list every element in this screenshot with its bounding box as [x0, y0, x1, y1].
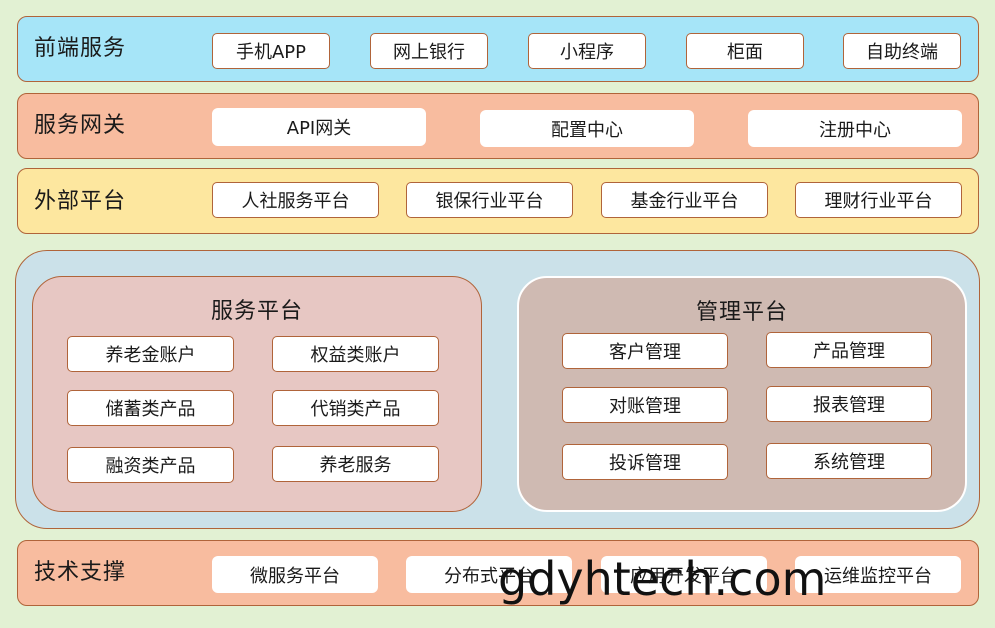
site-watermark: gdyhtech.com	[498, 552, 827, 606]
tech-item-ops-monitoring: 运维监控平台	[795, 556, 961, 593]
mgmt-item-customer: 客户管理	[562, 333, 728, 369]
external-item-social-security: 人社服务平台	[212, 182, 379, 218]
technical-support-label: 技术支撑	[34, 560, 127, 585]
tech-item-microservices: 微服务平台	[212, 556, 378, 593]
frontend-item-mini-program: 小程序	[528, 33, 646, 69]
service-item-financing-products: 融资类产品	[67, 447, 234, 483]
tech-item-distributed: 分布式平台	[406, 556, 572, 593]
service-item-pension-services: 养老服务	[272, 446, 439, 482]
frontend-services-label: 前端服务	[34, 36, 127, 61]
mgmt-item-reconciliation: 对账管理	[562, 387, 728, 423]
external-platforms-label: 外部平台	[34, 189, 127, 214]
frontend-item-mobile-app: 手机APP	[212, 33, 330, 69]
mgmt-item-complaints: 投诉管理	[562, 444, 728, 480]
gateway-item-registry-center: 注册中心	[748, 110, 962, 147]
mgmt-item-system: 系统管理	[766, 443, 932, 479]
frontend-item-online-banking: 网上银行	[370, 33, 488, 69]
external-item-bancassurance: 银保行业平台	[406, 182, 573, 218]
external-item-fund-industry: 基金行业平台	[601, 182, 768, 218]
service-gateway-label: 服务网关	[34, 113, 127, 138]
tech-item-app-development: 应用开发平台	[601, 556, 767, 593]
service-item-pension-account: 养老金账户	[67, 336, 234, 372]
frontend-item-self-service-terminal: 自助终端	[843, 33, 961, 69]
frontend-item-counter: 柜面	[686, 33, 804, 69]
gateway-item-config-center: 配置中心	[480, 110, 694, 147]
service-item-equity-account: 权益类账户	[272, 336, 439, 372]
service-item-agency-products: 代销类产品	[272, 390, 439, 426]
gateway-item-api-gateway: API网关	[212, 108, 426, 146]
mgmt-item-product: 产品管理	[766, 332, 932, 368]
service-platform-title: 服务平台	[210, 299, 303, 324]
mgmt-item-reports: 报表管理	[766, 386, 932, 422]
management-platform-title: 管理平台	[695, 300, 788, 325]
frontend-services-row	[17, 16, 979, 82]
service-item-savings-products: 储蓄类产品	[67, 390, 234, 426]
external-item-wealth-management: 理财行业平台	[795, 182, 962, 218]
